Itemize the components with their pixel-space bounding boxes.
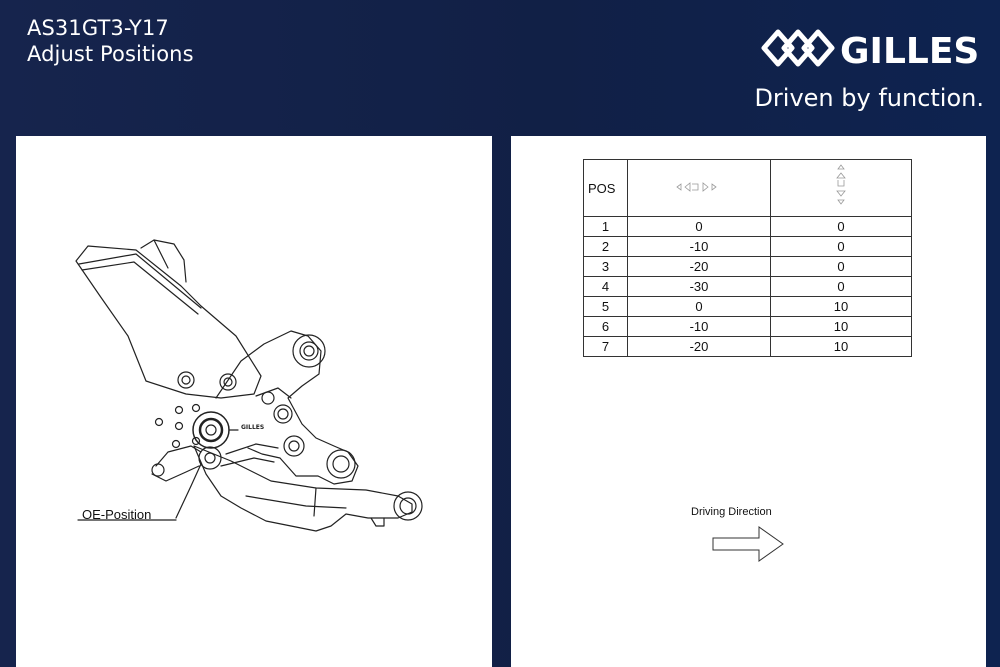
vertical-header xyxy=(770,159,912,217)
cell-horizontal: -20 xyxy=(627,336,771,357)
cell-pos: 2 xyxy=(583,236,628,257)
pos-header: POS xyxy=(583,159,628,217)
cell-vertical: 0 xyxy=(770,216,912,237)
brand: GILLES Driven by function. xyxy=(754,22,986,117)
cell-pos: 5 xyxy=(583,296,628,317)
cell-vertical: 0 xyxy=(770,276,912,297)
cell-horizontal: 0 xyxy=(627,296,771,317)
page-subtitle: Adjust Positions xyxy=(27,42,194,66)
driving-direction: Driving Direction xyxy=(691,506,801,566)
cell-pos: 1 xyxy=(583,216,628,237)
brand-tagline: Driven by function. xyxy=(754,84,984,112)
cell-pos: 7 xyxy=(583,336,628,357)
table-header-row: POS xyxy=(583,159,912,217)
horizontal-adjust-icon xyxy=(676,181,717,192)
heel-guard xyxy=(75,245,262,399)
svg-text:GILLES: GILLES xyxy=(840,31,979,72)
horizontal-header xyxy=(627,159,771,217)
cell-pos: 3 xyxy=(583,256,628,277)
foot-lever xyxy=(193,445,413,532)
table-panel: POS xyxy=(511,136,986,667)
cell-pos: 6 xyxy=(583,316,628,337)
cell-horizontal: 0 xyxy=(627,216,771,237)
title-block: AS31GT3-Y17 Adjust Positions xyxy=(27,15,194,67)
rearset-drawing: GILLES xyxy=(75,239,423,532)
drawing-panel: GILLES OE-Position xyxy=(16,136,492,667)
positions-table: POS xyxy=(583,159,912,357)
model-title: AS31GT3-Y17 xyxy=(27,16,169,40)
oe-position-label: OE-Position xyxy=(82,507,152,522)
cell-vertical: 10 xyxy=(770,336,912,357)
cell-vertical: 0 xyxy=(770,236,912,257)
cell-horizontal: -30 xyxy=(627,276,771,297)
right-arrow-icon xyxy=(712,526,784,562)
cell-horizontal: -20 xyxy=(627,256,771,277)
gilles-logo-icon: GILLES xyxy=(761,29,979,72)
cell-horizontal: -10 xyxy=(627,236,771,257)
driving-direction-label: Driving Direction xyxy=(691,506,772,518)
cell-pos: 4 xyxy=(583,276,628,297)
vertical-adjust-icon xyxy=(836,163,846,205)
lever-engraving: GILLES xyxy=(241,424,264,431)
cell-horizontal: -10 xyxy=(627,316,771,337)
header: AS31GT3-Y17 Adjust Positions GILLES Driv… xyxy=(0,0,1000,135)
cell-vertical: 0 xyxy=(770,256,912,277)
cell-vertical: 10 xyxy=(770,296,912,317)
main-bracket xyxy=(215,330,359,485)
cell-vertical: 10 xyxy=(770,316,912,337)
